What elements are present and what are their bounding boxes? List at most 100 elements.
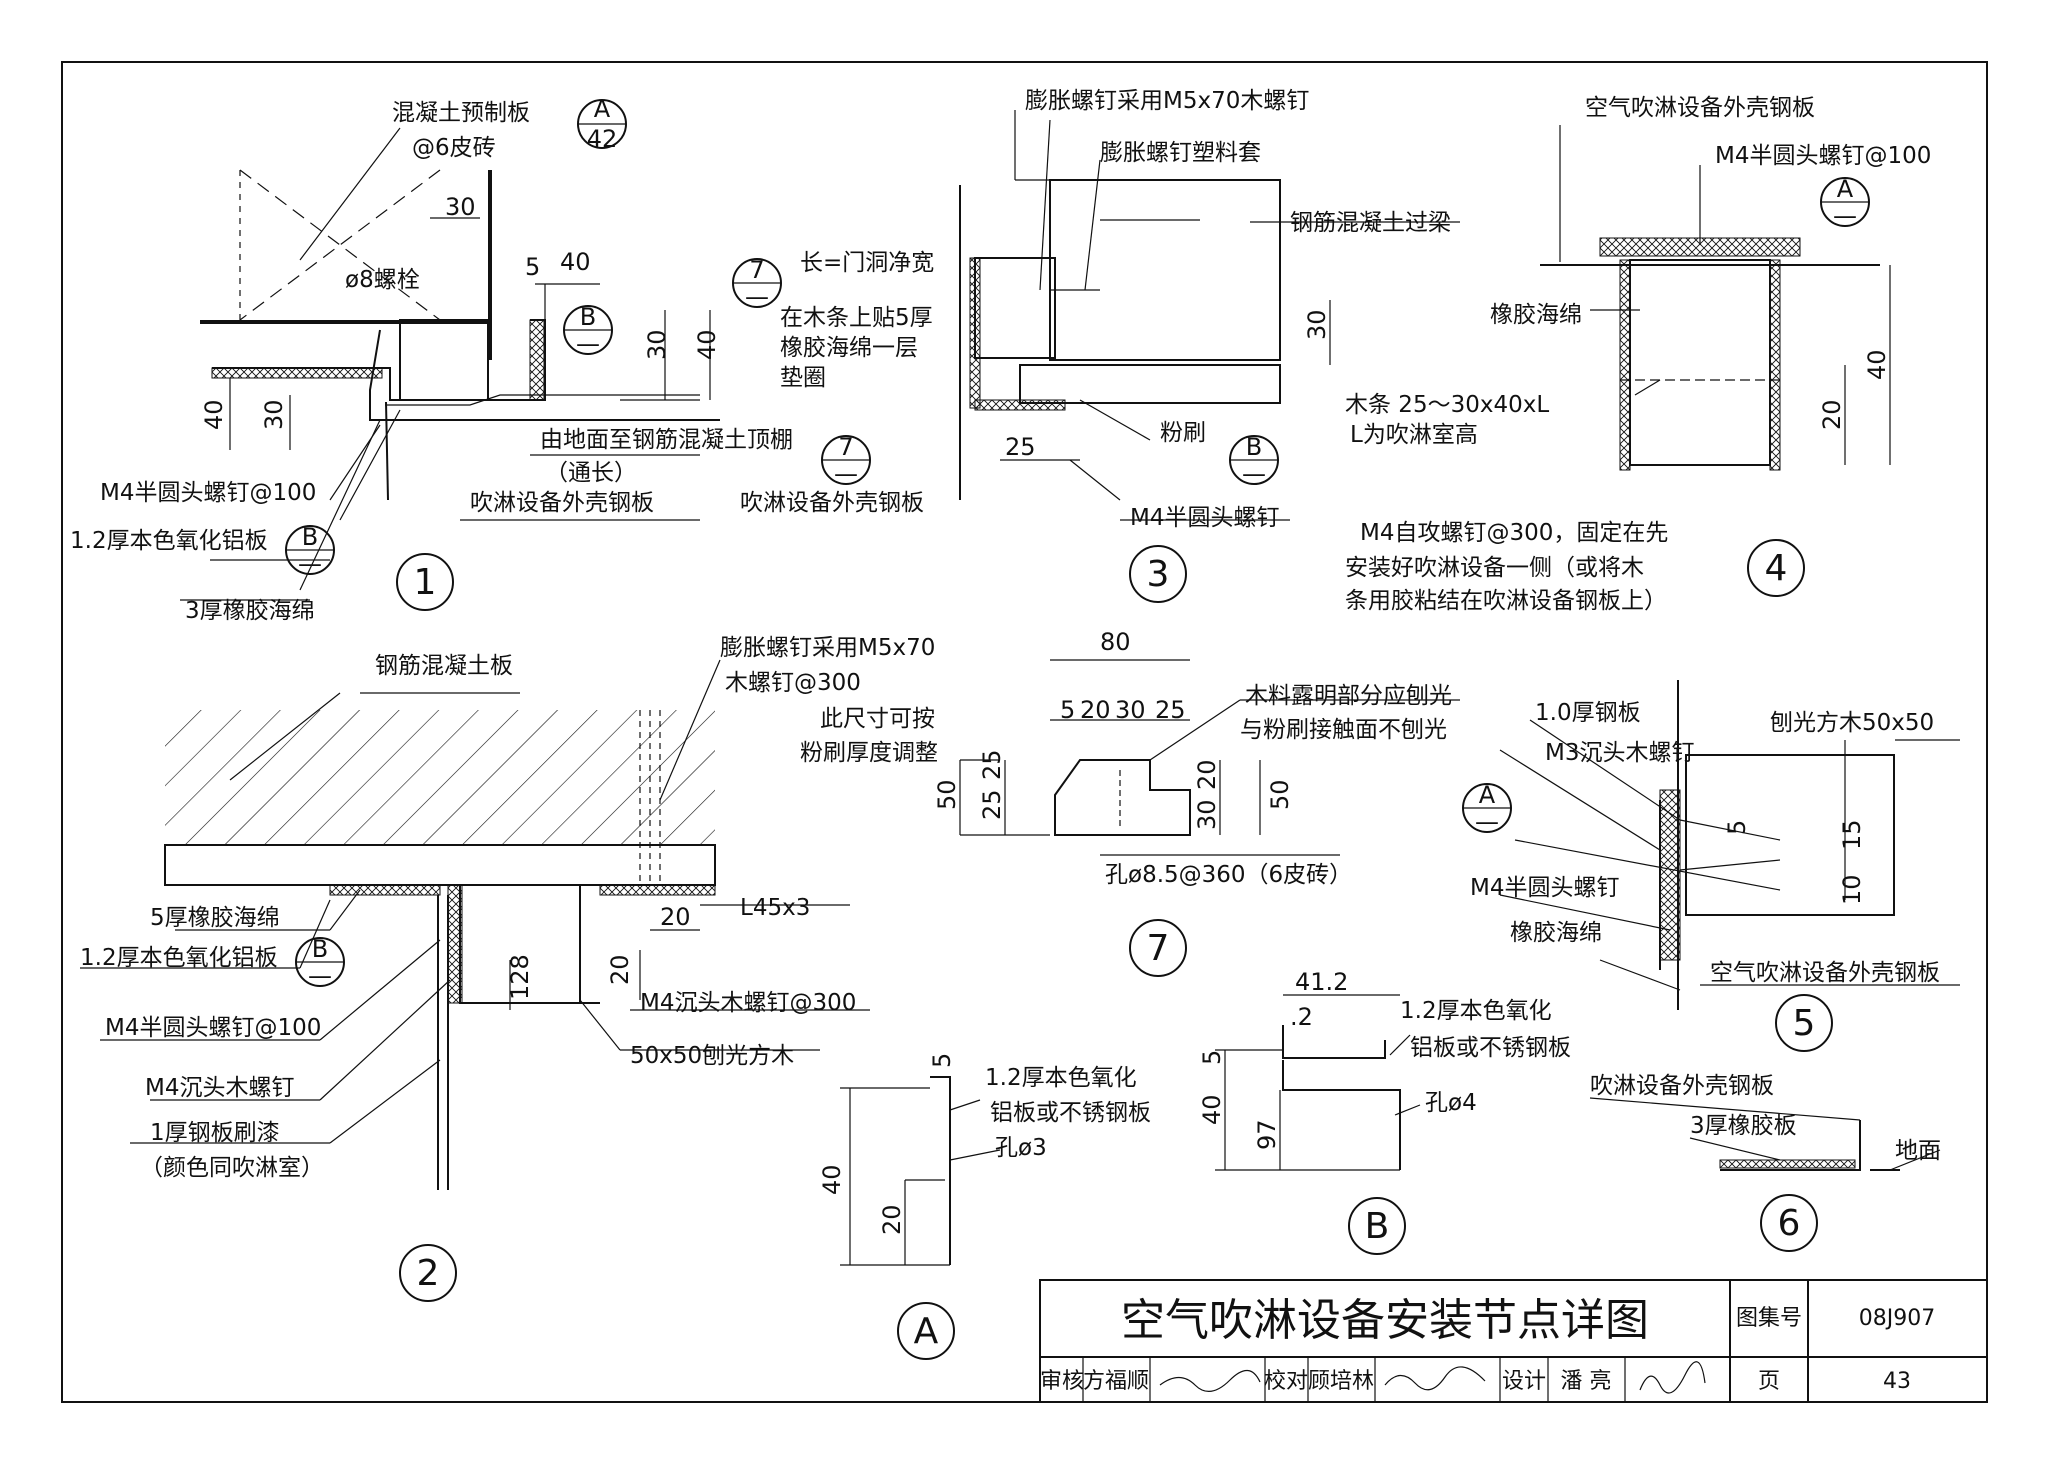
label-bolt-sleeve: 膨胀螺钉塑料套 <box>1100 140 1261 166</box>
dim-50-7l: 50 <box>933 779 961 810</box>
title-block <box>1039 1279 1988 1403</box>
label-self-tap-2: 安装好吹淋设备一侧（或将木 <box>1345 555 1644 581</box>
dim-30: 30 <box>445 193 476 221</box>
design-label: 设计 <box>1502 1369 1546 1394</box>
detail-7 <box>959 659 1460 977</box>
dim-40: 40 <box>560 248 591 276</box>
check-label: 校对 <box>1264 1369 1308 1394</box>
dim-0-2: .2 <box>1290 1003 1313 1031</box>
label-m4-countersunk: M4沉头木螺钉 <box>145 1075 294 1101</box>
dim-15-5: 15 <box>1838 819 1866 850</box>
label-rubber-sponge-5: 橡胶海绵 <box>1510 920 1602 946</box>
detail-4 <box>1540 125 1891 597</box>
detail-2-number: 2 <box>417 1253 440 1294</box>
label-wood-strip: 木条 25～30x40xL <box>1345 392 1549 418</box>
label-rc-lintel: 钢筋混凝土过梁 <box>1290 210 1451 236</box>
label-m4-screw-4: M4半圆头螺钉@100 <box>1715 143 1931 169</box>
dim-50-7r: 50 <box>1266 779 1294 810</box>
label-shell-steel-4: 空气吹淋设备外壳钢板 <box>1585 95 1815 121</box>
label-angle-L45: L45x3 <box>740 895 810 921</box>
ref-B2-bottom: — <box>298 550 322 578</box>
label-aluminum-plate-2: 1.2厚本色氧化铝板 <box>80 945 278 971</box>
sheet-title: 空气吹淋设备安装节点详图 <box>1121 1295 1649 1346</box>
detail-A-letter: A <box>914 1311 939 1352</box>
detail-B-letter: B <box>1365 1206 1390 1247</box>
label-planed-wood-5: 刨光方木50x50 <box>1770 710 1934 736</box>
label-A-aluminum-2: 铝板或不锈钢板 <box>990 1100 1151 1126</box>
label-length-door: 长=门洞净宽 <box>800 250 934 276</box>
ref-7-bottom: — <box>834 460 858 488</box>
detail-A <box>840 1076 1001 1360</box>
ref-B-3-top: B <box>1246 433 1262 461</box>
ref-B-top: B <box>580 303 596 331</box>
label-sponge-on-strip: 在木条上贴5厚 <box>780 305 933 331</box>
atlas-number: 08J907 <box>1859 1306 1935 1331</box>
ref-A-bottom: 42 <box>587 125 618 153</box>
label-sponge-layer: 橡胶海绵一层 <box>780 335 918 361</box>
page-label: 页 <box>1758 1369 1780 1394</box>
detail-1-number: 1 <box>414 562 437 603</box>
detail-B <box>1215 994 1421 1255</box>
dim-25-3: 25 <box>1005 433 1036 461</box>
checker-name: 顾培林 <box>1308 1369 1374 1394</box>
dim-5: 5 <box>525 253 540 281</box>
dim-25-7: 25 <box>1155 696 1186 724</box>
label-self-tap-3: 条用胶粘结在吹淋设备钢板上） <box>1345 588 1667 614</box>
label-self-tap-1: M4自攻螺钉@300，固定在先 <box>1360 520 1668 546</box>
ref-A-top: A <box>594 95 611 123</box>
label-expansion-2: 膨胀螺钉采用M5x70 <box>720 635 935 661</box>
dim-40-v: 40 <box>693 329 721 360</box>
dim-97-B: 97 <box>1253 1119 1281 1150</box>
reviewer-name: 方福顺 <box>1083 1369 1149 1394</box>
review-label: 审核 <box>1040 1369 1084 1394</box>
dim-80: 80 <box>1100 628 1131 656</box>
dim-30-7r: 30 <box>1193 799 1221 830</box>
detail-5 <box>1462 680 1960 1052</box>
dim-20-h: 20 <box>660 903 691 931</box>
detail-2 <box>80 659 870 1302</box>
dim-20-7r: 20 <box>1193 759 1221 790</box>
dim-25-7a: 25 <box>978 749 1006 780</box>
dim-10-5: 10 <box>1838 874 1866 905</box>
ref-A-4-bottom: — <box>1833 202 1857 230</box>
dim-40-A: 40 <box>818 1164 846 1195</box>
label-full-length: （通长） <box>545 460 637 486</box>
label-shell-steel-3: 吹淋设备外壳钢板 <box>740 490 924 516</box>
label-m4-countersunk-300: M4沉头木螺钉@300 <box>640 990 856 1016</box>
label-1mm-steel: 1.0厚钢板 <box>1535 700 1641 726</box>
detail-7-number: 7 <box>1147 928 1170 969</box>
dim-20-v: 20 <box>606 954 634 985</box>
designer-name: 潘 亮 <box>1561 1369 1612 1394</box>
label-wood-screw-300: 木螺钉@300 <box>725 670 861 696</box>
dim-40-4: 40 <box>1863 349 1891 380</box>
label-A-hole-3: 孔ø3 <box>995 1135 1047 1161</box>
dim-5-A: 5 <box>928 1053 956 1068</box>
detail-6 <box>1589 1097 1941 1252</box>
dim-128: 128 <box>506 954 534 1000</box>
ref-7-3-top: 7 <box>749 256 764 284</box>
label-exposed-planed: 木料露明部分应刨光 <box>1245 683 1452 709</box>
label-hole-8-5: 孔ø8.5@360（6皮砖） <box>1105 862 1352 888</box>
label-m4-screw-5: M4半圆头螺钉 <box>1470 875 1619 901</box>
label-A-aluminum-1: 1.2厚本色氧化 <box>985 1065 1137 1091</box>
label-6-brick: @6皮砖 <box>412 135 496 161</box>
dim-30-7: 30 <box>1115 696 1146 724</box>
dim-20-7: 20 <box>1080 696 1111 724</box>
label-shell-steel: 吹淋设备外壳钢板 <box>470 490 654 516</box>
label-expansion-bolt: 膨胀螺钉采用M5x70木螺钉 <box>1025 88 1309 114</box>
label-floor-to-ceiling: 由地面至钢筋混凝土顶棚 <box>540 427 793 453</box>
dim-41-2: 41.2 <box>1295 968 1348 996</box>
dim-5-5: 5 <box>1723 820 1751 835</box>
ref-B-bottom: — <box>576 330 600 358</box>
label-rc-slab: 钢筋混凝土板 <box>375 653 513 679</box>
dim-40-B: 40 <box>1198 1094 1226 1125</box>
ref-7-3-bottom: — <box>745 283 769 311</box>
detail-3-number: 3 <box>1147 554 1170 595</box>
detail-1 <box>180 99 871 611</box>
label-B-aluminum-2: 铝板或不锈钢板 <box>1410 1035 1571 1061</box>
label-3mm-rubber: 3厚橡胶板 <box>1690 1113 1797 1139</box>
label-steel-painted: 1厚钢板刷漆 <box>150 1120 280 1146</box>
label-washer: 垫圈 <box>780 365 826 391</box>
detail-4-number: 4 <box>1765 548 1788 589</box>
